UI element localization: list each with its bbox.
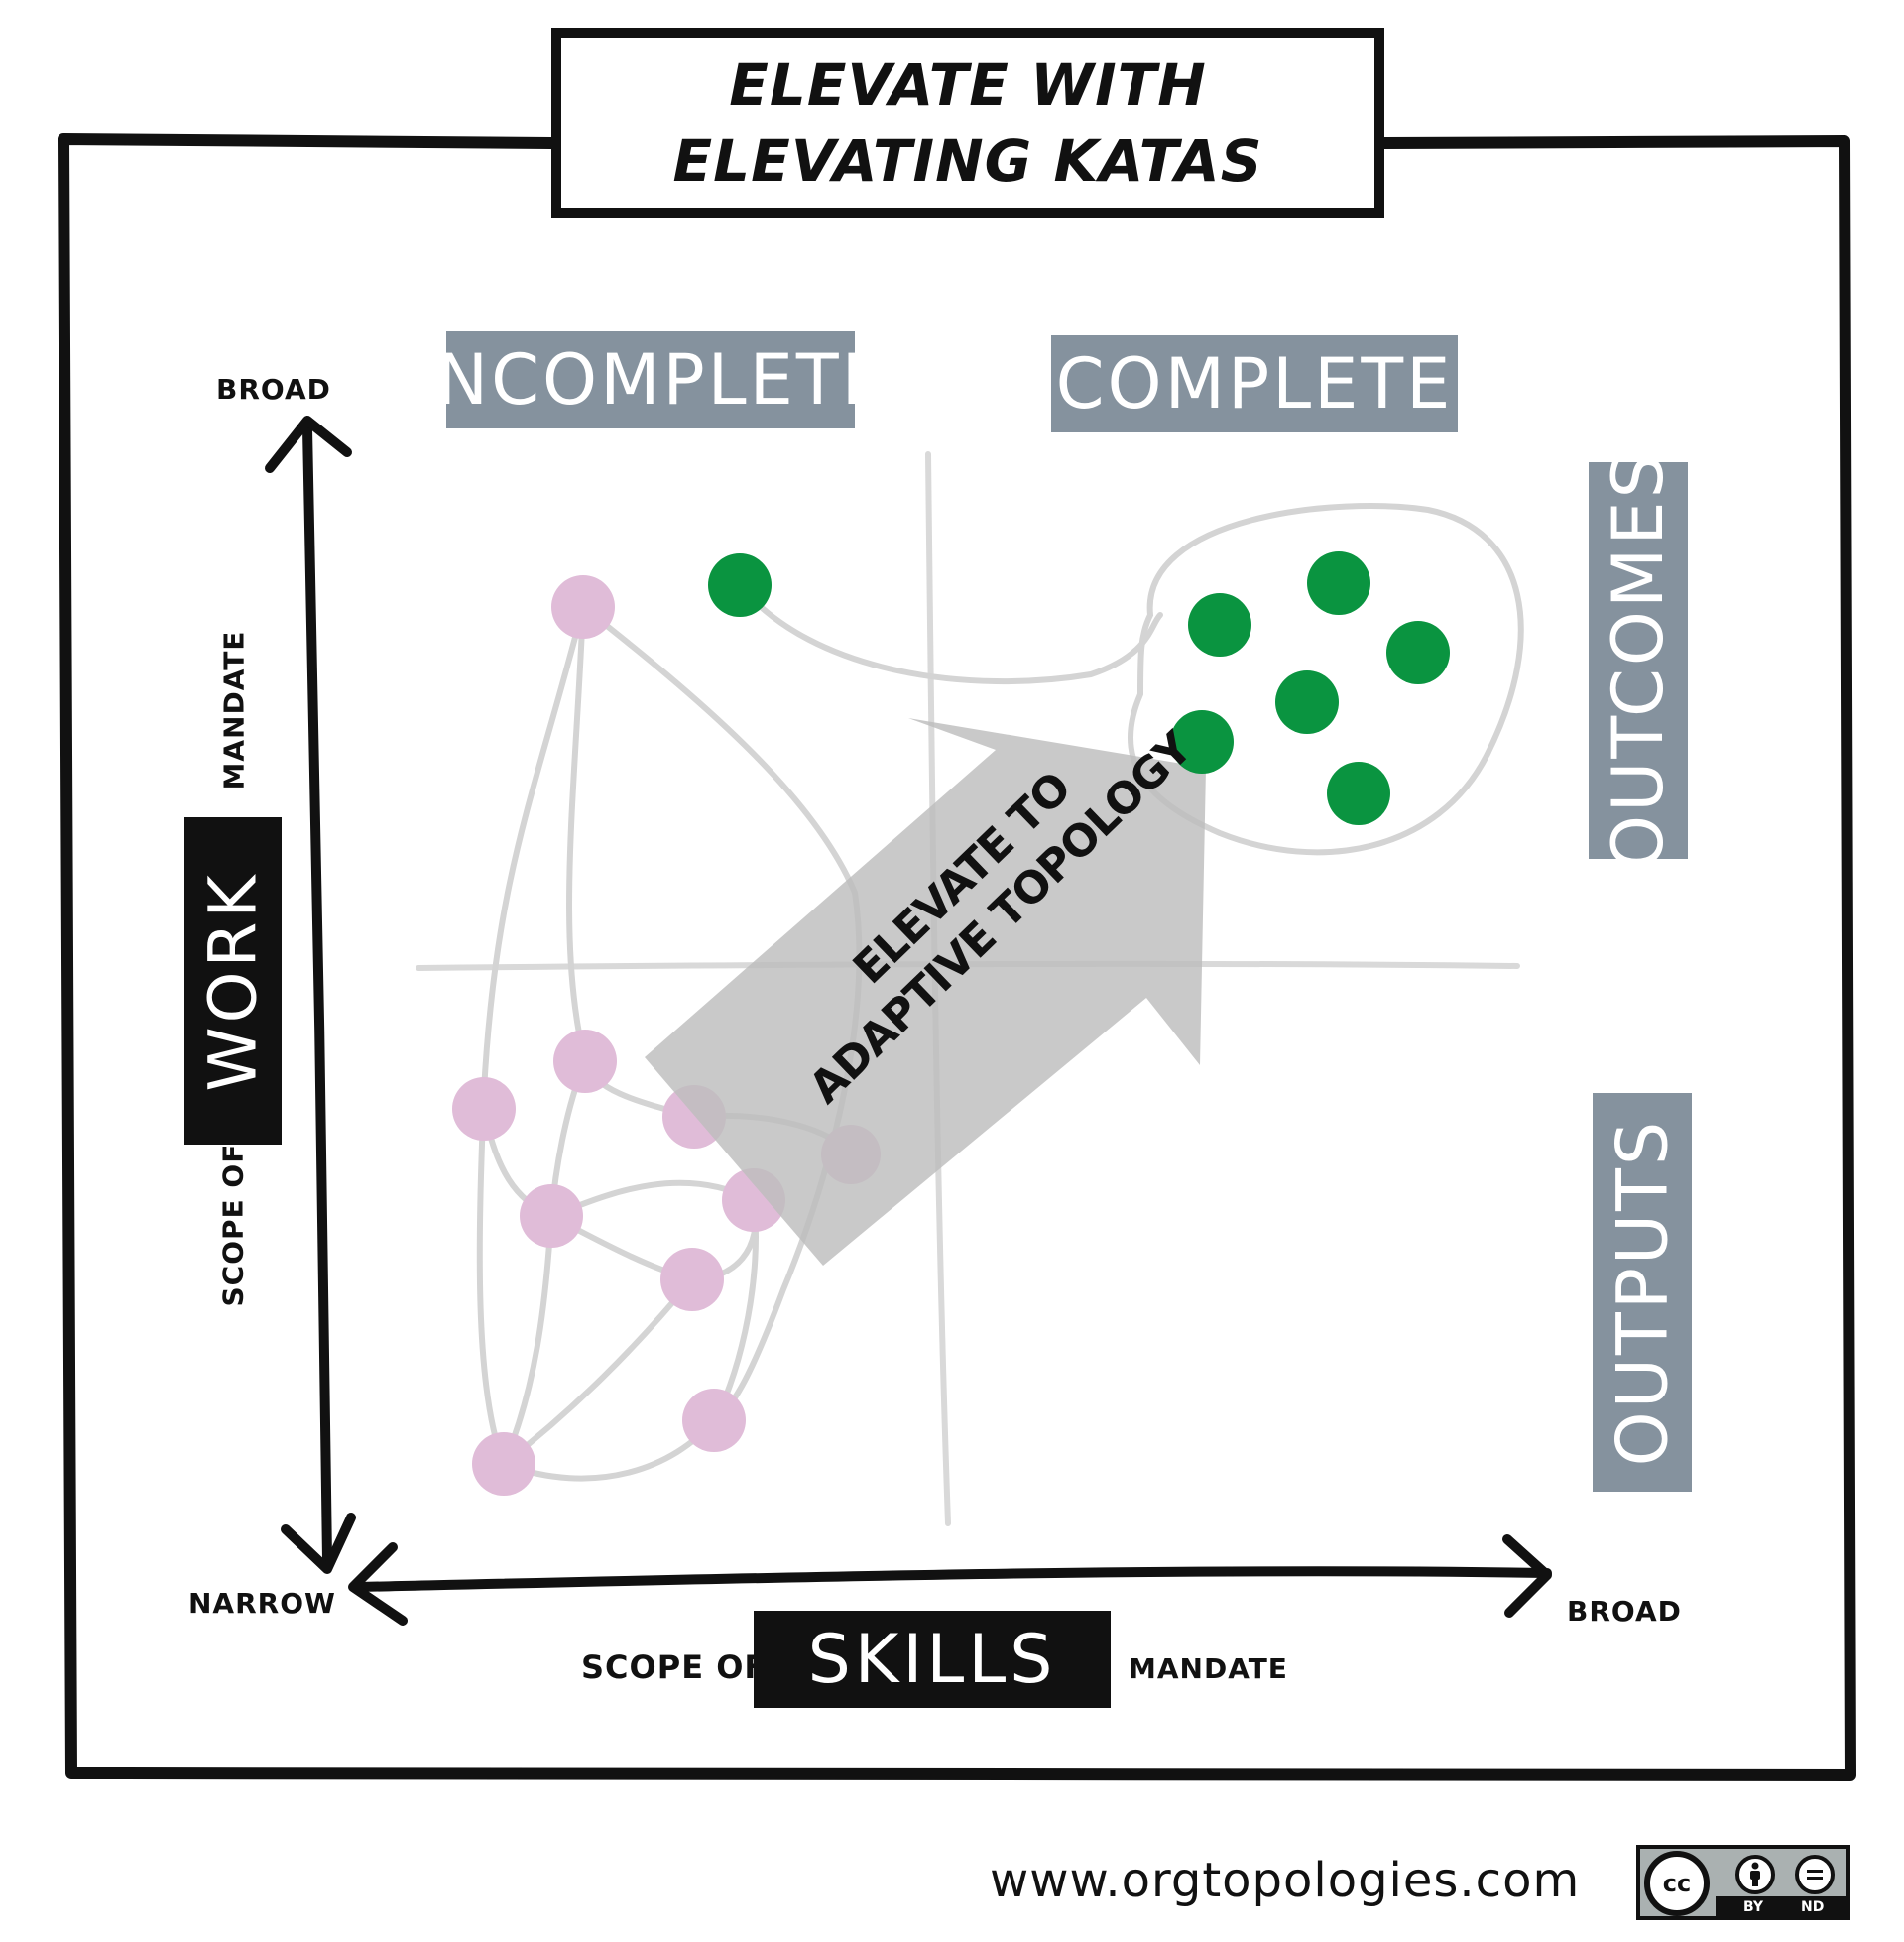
incomplete-node <box>682 1389 746 1452</box>
person-glyph <box>1750 1862 1760 1886</box>
incomplete-node <box>472 1432 536 1496</box>
no-derivatives-equals-icon <box>1795 1855 1835 1894</box>
y-axis-bottom-end: NARROW <box>188 1587 336 1620</box>
column-label-complete-text: COMPLETE <box>1055 343 1454 425</box>
green-link <box>737 582 1163 685</box>
cc-label-strip <box>1716 1896 1846 1916</box>
row-label-outcomes-text: OUTCOMES <box>1598 450 1679 871</box>
title-box: ELEVATE WITH ELEVATING KATAS <box>551 28 1384 218</box>
website-link[interactable]: www.orgtopologies.com <box>990 1853 1581 1908</box>
y-axis-suffix: MANDATE <box>217 630 251 790</box>
outer-frame <box>58 133 1856 1781</box>
complete-node <box>1188 593 1251 657</box>
x-axis-prefix: SCOPE OF <box>581 1648 768 1686</box>
row-label-outcomes: OUTCOMES <box>1589 451 1688 870</box>
incomplete-node <box>660 1248 724 1311</box>
row-label-outputs: OUTPUTS <box>1593 1093 1692 1492</box>
incomplete-node <box>452 1077 516 1141</box>
y-axis-keyword-box: WORK <box>184 817 282 1145</box>
y-axis-keyword: WORK <box>194 870 272 1092</box>
y-axis-prefix: SCOPE OF <box>216 1143 250 1307</box>
outcome-cluster-blob <box>1128 503 1524 856</box>
cc-license-badge[interactable]: cc BY ND <box>1636 1845 1850 1920</box>
x-axis-suffix: MANDATE <box>1129 1652 1288 1685</box>
complete-node <box>1327 762 1390 825</box>
x-axis-keyword-box: SKILLS <box>754 1611 1111 1708</box>
cc-symbol: cc <box>1662 1870 1692 1897</box>
incomplete-node <box>551 575 615 639</box>
equals-glyph <box>1807 1870 1823 1880</box>
complete-nodes <box>708 551 1450 825</box>
column-label-incomplete: INCOMPLETE <box>413 331 886 428</box>
y-axis-arrow <box>265 416 356 1574</box>
incomplete-nodes <box>452 575 881 1496</box>
row-label-outputs-text: OUTPUTS <box>1602 1118 1684 1467</box>
title-line-2: ELEVATING KATAS <box>672 127 1263 194</box>
x-axis-keyword: SKILLS <box>807 1620 1057 1699</box>
cc-icon: cc <box>1644 1851 1710 1916</box>
cc-nd-label: ND <box>1801 1899 1825 1915</box>
column-label-complete: COMPLETE <box>1051 335 1458 432</box>
complete-node <box>1307 551 1370 615</box>
attribution-person-icon <box>1735 1855 1775 1894</box>
incomplete-node <box>520 1184 583 1248</box>
x-axis-arrow <box>348 1534 1552 1626</box>
y-axis-top-end: BROAD <box>216 373 331 406</box>
elevation-arrow <box>645 718 1206 1266</box>
title-line-1: ELEVATE WITH <box>729 52 1207 119</box>
complete-node <box>1275 670 1339 734</box>
cc-by-label: BY <box>1743 1899 1764 1915</box>
complete-node <box>1170 710 1234 774</box>
x-axis-right-end: BROAD <box>1567 1595 1682 1628</box>
complete-node <box>708 553 772 617</box>
column-label-incomplete-text: INCOMPLETE <box>413 339 889 421</box>
complete-node <box>1386 621 1450 684</box>
incomplete-node <box>553 1030 617 1093</box>
